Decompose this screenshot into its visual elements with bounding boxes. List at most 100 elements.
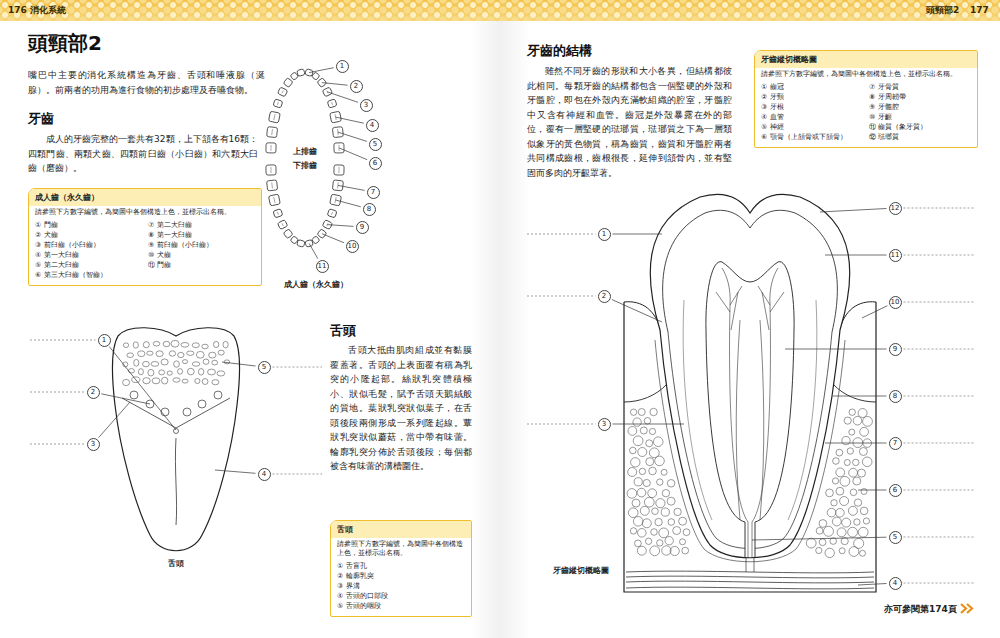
lingual-bump	[138, 369, 143, 375]
bone-cell	[858, 527, 868, 537]
leader-line	[215, 470, 256, 473]
bone-cell	[862, 457, 872, 467]
leader-line	[612, 300, 662, 323]
median-groove	[175, 438, 176, 525]
tooth	[273, 209, 283, 218]
callout-number: 5	[889, 531, 902, 544]
tooth-groove	[274, 114, 275, 120]
bone-cell	[836, 487, 844, 495]
bone-cell	[842, 518, 851, 527]
bone-cell	[638, 448, 647, 457]
key-item: ⑫ 琺瑯質	[869, 132, 971, 142]
bone-cell	[655, 456, 665, 466]
bone-cell	[832, 478, 838, 484]
key-item: ① 舌盲孔	[337, 561, 465, 571]
leader-line	[101, 394, 150, 404]
bone-cell	[645, 538, 651, 544]
tooth-groove	[331, 212, 333, 215]
key-item: ⑤ 舌頭的咽段	[337, 601, 465, 611]
lingual-bump	[152, 378, 160, 384]
leader-line	[336, 117, 364, 123]
lingual-bump	[178, 352, 184, 357]
figure-caption: 成人齒（永久齒）	[284, 280, 348, 290]
tooth-outline	[290, 72, 298, 80]
lingual-bump	[213, 341, 218, 347]
leader-line	[322, 234, 344, 243]
bone-cell	[848, 506, 857, 515]
color-key-box: 牙齒縱切概略圖請參照下方數字編號，為簡圖中各個構造上色，並標示出名稱。① 齒冠②…	[754, 50, 978, 148]
leader-line	[327, 225, 353, 227]
callout-number: 10	[889, 296, 902, 309]
tooth-outline	[266, 143, 276, 153]
lingual-bump	[147, 351, 153, 355]
tooth-outline	[268, 194, 280, 206]
lingual-bump	[163, 341, 170, 346]
papilla	[214, 391, 222, 399]
papilla	[161, 408, 169, 416]
lingual-bump	[161, 359, 168, 365]
lingual-bump	[156, 351, 163, 357]
bone-cell	[849, 547, 859, 557]
lingual-bump	[202, 379, 208, 385]
key-item: ③ 牙根	[761, 102, 863, 112]
header-band	[0, 0, 1000, 21]
tooth-section-figure	[624, 194, 876, 592]
answer-line	[273, 367, 323, 368]
pulp-nerves	[716, 268, 784, 557]
bone-cell	[836, 509, 845, 518]
key-item: ⑪ 門齒	[148, 260, 255, 270]
bone-cell	[679, 517, 687, 525]
bone-cell	[841, 538, 848, 545]
bone-cell	[643, 479, 650, 486]
key-item: ④ 第一大臼齒	[35, 250, 142, 260]
bone-cell	[842, 437, 850, 445]
callout-number: 2	[598, 290, 611, 303]
running-header: 頭頸部2	[926, 5, 959, 16]
tooth	[327, 209, 337, 218]
key-item: ③ 界溝	[337, 581, 465, 591]
key-item: ③ 前臼齒（小臼齒）	[35, 240, 142, 250]
answer-line	[904, 302, 976, 303]
tooth	[277, 220, 287, 230]
lingual-bump	[208, 369, 216, 375]
key-item: ④ 舌頭的口部段	[337, 591, 465, 601]
lingual-bump	[143, 342, 149, 348]
tooth-groove	[274, 197, 275, 203]
tooth	[290, 236, 298, 244]
foramen-cecum	[174, 429, 179, 434]
bone-cell	[860, 427, 869, 436]
lingual-bump	[203, 359, 209, 364]
tooth	[273, 99, 283, 108]
bone-cell	[648, 489, 657, 498]
lingual-bump	[173, 378, 180, 382]
cross-reference: 亦可參閱第174頁	[884, 603, 957, 616]
bone-cell	[849, 429, 855, 435]
bone-cell	[853, 438, 863, 448]
leader-line	[613, 424, 685, 425]
key-item: ⑥ 顎骨（上頷骨或下頷骨）	[761, 132, 863, 142]
answer-line	[904, 349, 976, 350]
bone-cell	[637, 488, 646, 497]
lingual-bump	[171, 340, 179, 347]
key-item: ⑤ 第二大臼齒	[35, 260, 142, 270]
bone-cell	[816, 547, 822, 553]
bone-cell	[850, 489, 857, 496]
lingual-bump	[202, 344, 208, 349]
bone-cell	[674, 508, 681, 515]
arch-label: 下排齒	[293, 161, 317, 171]
callout-number: 2	[87, 386, 100, 399]
bone-cell	[632, 499, 640, 507]
callout-number: 11	[889, 249, 902, 262]
lingual-bump	[196, 351, 204, 358]
bone-cell	[630, 409, 636, 415]
bone-cell	[844, 460, 850, 466]
leader-line	[339, 148, 367, 160]
tooth	[268, 194, 280, 206]
bone-cell	[662, 546, 671, 555]
bone-cell	[649, 467, 657, 475]
bone-cell	[631, 458, 640, 467]
intro-text: 嘴巴中主要的消化系統構造為牙齒、舌頭和唾液腺（涎腺）。前兩者的功用為進行食物的初…	[28, 68, 265, 97]
bone-cell	[859, 448, 867, 456]
key-item: ① 門齒	[35, 220, 142, 230]
callout-number: 3	[87, 438, 100, 451]
